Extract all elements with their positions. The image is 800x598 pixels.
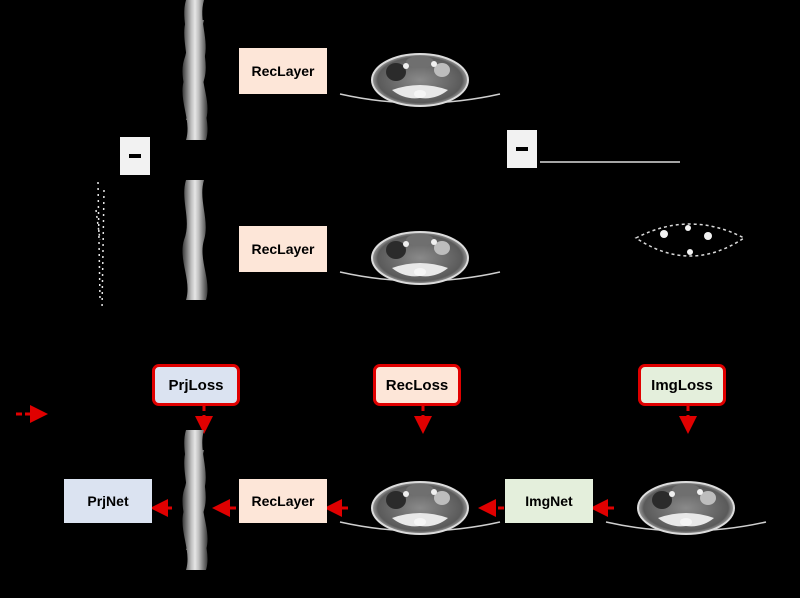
reclayer-box-bottom: RecLayer bbox=[239, 479, 327, 523]
sinogram-image-bottom bbox=[182, 430, 208, 570]
recloss-box: RecLoss bbox=[373, 364, 461, 406]
reclayer-box-top: RecLayer bbox=[239, 48, 327, 94]
sinogram-image-top bbox=[182, 0, 208, 140]
reclayer-box-middle: RecLayer bbox=[239, 226, 327, 272]
ct-slice-image-top bbox=[339, 53, 501, 107]
prjloss-box: PrjLoss bbox=[152, 364, 240, 406]
ct-slice-image-bottom-right bbox=[605, 481, 767, 535]
difference-map-image bbox=[634, 223, 746, 257]
imgnet-box: ImgNet bbox=[505, 479, 593, 523]
imgloss-box: ImgLoss bbox=[638, 364, 726, 406]
ct-slice-image-middle bbox=[339, 231, 501, 285]
subtract-icon-left bbox=[120, 137, 150, 175]
prjnet-box: PrjNet bbox=[64, 479, 152, 523]
ct-slice-image-bottom-left bbox=[339, 481, 501, 535]
difference-sinogram-image bbox=[95, 181, 105, 311]
subtract-icon-right bbox=[507, 130, 537, 168]
sinogram-image-middle bbox=[182, 180, 208, 300]
